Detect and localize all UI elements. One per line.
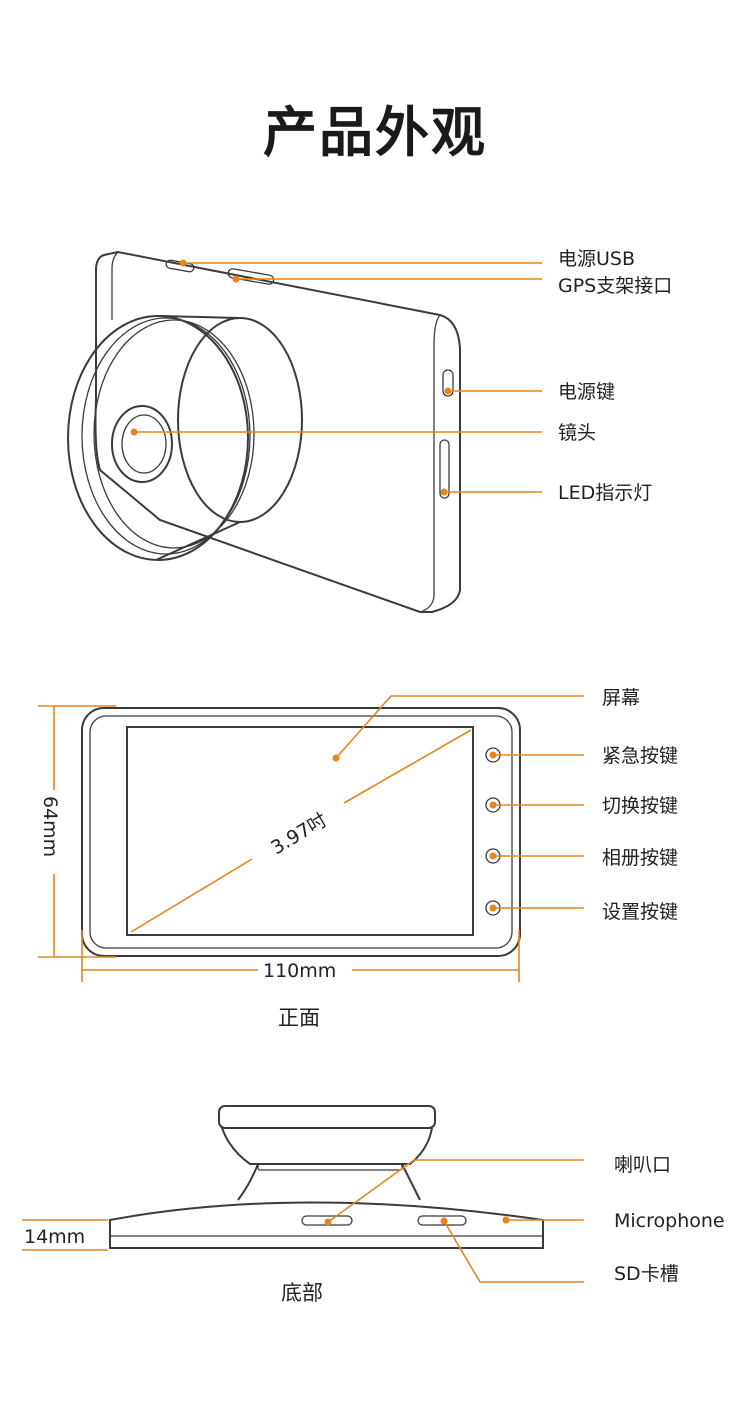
device-3d-view bbox=[67, 250, 461, 613]
label-speaker: 喇叭口 bbox=[614, 1154, 671, 1176]
labels-top: 电源USB GPS支架接口 电源键 镜头 LED指示灯 bbox=[558, 248, 672, 504]
leaders-top bbox=[130, 259, 542, 496]
label-power-usb: 电源USB bbox=[558, 248, 635, 270]
thickness-label: 14mm bbox=[24, 1226, 85, 1248]
label-switch-key: 切换按键 bbox=[602, 795, 678, 817]
width-dimension: 110mm bbox=[81, 930, 520, 982]
page-title: 产品外观 bbox=[263, 101, 487, 164]
caption-bottom: 底部 bbox=[281, 1281, 323, 1305]
leaders-bottom bbox=[324, 1159, 584, 1283]
label-power-key: 电源键 bbox=[558, 381, 615, 403]
screen-diagonal: 3.97吋 bbox=[267, 809, 331, 859]
label-gps-port: GPS支架接口 bbox=[558, 275, 672, 297]
caption-front: 正面 bbox=[278, 1006, 320, 1030]
thickness-dimension: 14mm bbox=[22, 1219, 108, 1251]
device-bottom-view bbox=[109, 1105, 544, 1249]
label-microphone: Microphone bbox=[614, 1210, 725, 1232]
label-emergency-key: 紧急按键 bbox=[602, 745, 678, 767]
labels-bottom: 喇叭口 Microphone SD卡槽 bbox=[614, 1154, 725, 1285]
labels-front: 屏幕 紧急按键 切换按键 相册按键 设置按键 bbox=[602, 687, 678, 923]
height-label: 64mm bbox=[39, 796, 61, 857]
label-album-key: 相册按键 bbox=[602, 847, 678, 869]
label-screen: 屏幕 bbox=[602, 687, 640, 709]
label-settings-key: 设置按键 bbox=[602, 901, 678, 923]
height-dimension: 64mm bbox=[38, 705, 116, 958]
width-label: 110mm bbox=[263, 960, 336, 982]
label-lens: 镜头 bbox=[558, 422, 596, 444]
label-led: LED指示灯 bbox=[558, 482, 652, 504]
label-sd-slot: SD卡槽 bbox=[614, 1263, 679, 1285]
leaders-front bbox=[332, 695, 584, 912]
device-front-view bbox=[81, 707, 521, 957]
diagonal-measure: 3.97吋 bbox=[130, 729, 472, 933]
